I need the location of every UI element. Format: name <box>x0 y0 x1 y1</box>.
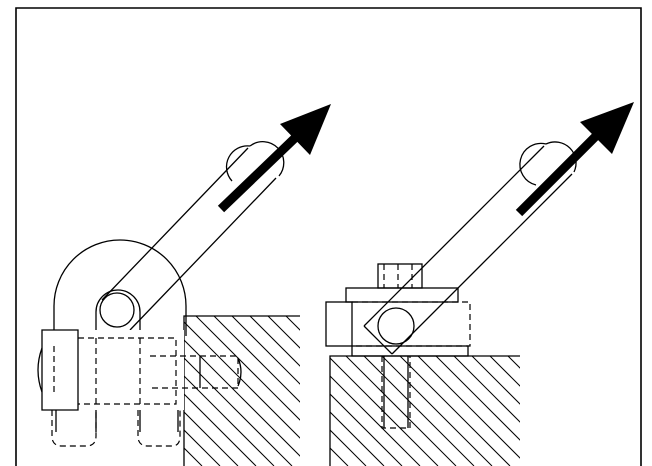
hatch-line <box>489 356 520 387</box>
hatch-line <box>330 393 403 466</box>
left-view <box>37 104 331 466</box>
hatch-line <box>562 356 652 466</box>
left-base-block <box>183 315 300 466</box>
right-base-block <box>329 355 652 466</box>
hatch-line <box>363 356 475 466</box>
hatch-line <box>184 393 257 466</box>
left-shackle-eye <box>53 239 187 336</box>
right-view <box>325 102 652 466</box>
hatch-line <box>184 339 300 457</box>
hatch-line <box>184 411 239 466</box>
hatch-line <box>616 356 652 466</box>
right-bolt-shank <box>381 356 411 429</box>
hatch-line <box>249 316 300 367</box>
hatch-line <box>184 375 275 466</box>
hatch-line <box>330 357 439 466</box>
hatch-line <box>345 356 457 466</box>
hatch-line <box>381 356 493 466</box>
hatch-line <box>330 411 385 466</box>
hatch-line <box>453 356 520 423</box>
hatch-line <box>330 375 421 466</box>
hatch-line <box>231 316 300 385</box>
hatch-line <box>330 429 367 466</box>
right-bolt-head <box>325 263 471 357</box>
hatch-line <box>435 356 520 441</box>
hatch-line <box>507 356 520 369</box>
hatch-line <box>471 356 520 405</box>
hatch-line <box>544 356 652 466</box>
hatch-line <box>184 429 221 466</box>
hatch-line <box>598 356 652 466</box>
hatch-line <box>184 357 293 466</box>
left-bolt-assembly <box>37 329 242 447</box>
frame-border <box>15 7 642 466</box>
hatch-line <box>184 321 300 439</box>
hatch-line <box>213 316 300 403</box>
hatch-line <box>417 356 520 459</box>
hatch-line <box>526 356 636 466</box>
right-pull-arrow-icon <box>515 102 634 217</box>
hatch-line <box>267 316 300 349</box>
hatch-line <box>195 316 300 421</box>
right-load-arm <box>363 141 577 355</box>
hatch-line <box>399 356 511 466</box>
left-pull-arrow-icon <box>217 104 331 213</box>
left-load-arm <box>101 141 285 331</box>
